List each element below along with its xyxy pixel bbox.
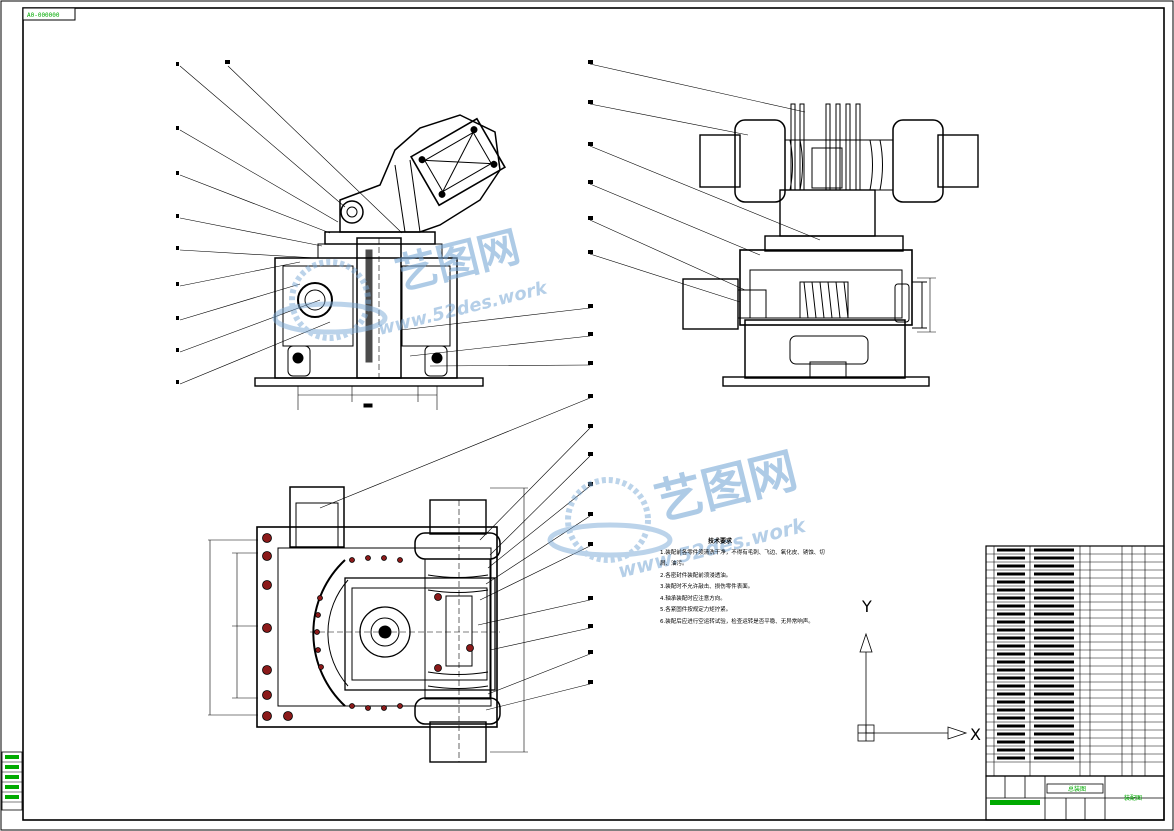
parts-list-entry-mark	[997, 636, 1025, 640]
parts-list-entry-mark	[1034, 700, 1074, 704]
parts-list-entry-mark	[997, 700, 1025, 704]
parts-list-entry-mark	[1034, 652, 1074, 656]
parts-list-entry-mark	[997, 628, 1025, 632]
technical-note-line: 2.各密封件装配前须浸透油。	[660, 572, 732, 579]
parts-list-entry-mark	[997, 556, 1025, 560]
parts-list-entry-mark	[1034, 620, 1074, 624]
technical-note-line: 4.轴承装配时应注意方向。	[660, 595, 726, 602]
parts-list-entry-mark	[997, 668, 1025, 672]
parts-list-entry-mark	[997, 604, 1025, 608]
parts-list-entry-mark	[997, 572, 1025, 576]
parts-list-entry-mark	[1034, 756, 1074, 760]
parts-list-entry-mark	[1034, 740, 1074, 744]
technical-note-line: 1.装配前各零件须清洗干净，不得有毛刺、飞边、氧化皮、锈蚀、切屑、油污。	[660, 549, 825, 568]
front-view-tags	[176, 60, 593, 384]
corner-code: A0-000000	[27, 12, 60, 19]
side-view-leaders	[589, 63, 821, 303]
technical-note-line: 6.装配后应进行空运转试验，检查运转是否平稳、无异常响声。	[660, 618, 814, 625]
parts-list-entry-mark	[997, 684, 1025, 688]
watermark-logo-2	[547, 477, 673, 563]
parts-list-entry-mark	[1034, 692, 1074, 696]
parts-list-entry-mark	[1034, 676, 1074, 680]
corner-code-box	[22, 7, 76, 21]
title-block-type: 装配图	[1124, 794, 1142, 802]
parts-list-entry-mark	[1034, 716, 1074, 720]
parts-list-entry-mark	[1034, 548, 1074, 552]
parts-list-entry-mark	[997, 580, 1025, 584]
parts-list-entry-mark	[1034, 708, 1074, 712]
inner-frame	[22, 7, 1165, 821]
front-view-leaders	[179, 65, 591, 385]
parts-list-entry-mark	[997, 692, 1025, 696]
top-view-leaders	[319, 397, 591, 711]
technical-notes-heading: 技术要求	[708, 538, 733, 545]
technical-notes: 技术要求 1.装配前各零件须清洗干净，不得有毛刺、飞边、氧化皮、锈蚀、切屑、油污…	[660, 536, 830, 628]
parts-list-entry-mark	[997, 724, 1025, 728]
parts-list-entry-mark	[1034, 628, 1074, 632]
parts-list-entry-mark	[1034, 644, 1074, 648]
parts-list-entry-mark	[1034, 564, 1074, 568]
parts-list-entry-mark	[997, 620, 1025, 624]
watermark-logo-1	[272, 259, 388, 341]
parts-list-entry-mark	[997, 716, 1025, 720]
x-axis-label: X	[970, 725, 981, 744]
parts-list-entry-mark	[1034, 684, 1074, 688]
parts-list-entry-mark	[997, 748, 1025, 752]
side-view-tags	[588, 60, 593, 254]
parts-list-entry-mark	[1034, 636, 1074, 640]
parts-list-entry-mark	[997, 732, 1025, 736]
parts-list-entry-mark	[1034, 604, 1074, 608]
title-block	[985, 775, 1165, 821]
top-view-tags	[588, 394, 593, 684]
parts-list-entry-mark	[1034, 748, 1074, 752]
top-view-bolt-holes	[262, 533, 474, 721]
parts-list-entry-mark	[997, 548, 1025, 552]
parts-list-entry-mark	[1034, 732, 1074, 736]
parts-list-entry-mark	[997, 756, 1025, 760]
parts-list-entry-mark	[1034, 588, 1074, 592]
parts-list-entry-mark	[997, 652, 1025, 656]
left-margin-stamp	[1, 751, 23, 811]
title-block-name: 总装图	[1068, 785, 1086, 793]
parts-list-entry-mark	[1034, 580, 1074, 584]
parts-list-entry-mark	[997, 740, 1025, 744]
parts-list-entry-mark	[1034, 596, 1074, 600]
parts-list-entry-mark	[1034, 668, 1074, 672]
parts-list-entry-mark	[1034, 660, 1074, 664]
parts-list-entry-mark	[997, 612, 1025, 616]
parts-list-entry-mark	[997, 676, 1025, 680]
parts-list-rows	[986, 548, 1164, 763]
parts-list-entry-mark	[997, 564, 1025, 568]
parts-list-entry-mark	[997, 660, 1025, 664]
technical-note-line: 5.各紧固件按规定力矩拧紧。	[660, 607, 732, 613]
coordinate-axes	[857, 632, 968, 742]
parts-list-entry-mark	[997, 596, 1025, 600]
top-view	[208, 486, 528, 763]
parts-list-entry-mark	[1034, 572, 1074, 576]
parts-list-entry-mark	[997, 708, 1025, 712]
parts-list-entry-mark	[1034, 556, 1074, 560]
y-axis-label: Y	[861, 597, 872, 616]
parts-list-entry-mark	[997, 644, 1025, 648]
technical-note-line: 3.装配时不允许敲击、损伤零件表面。	[660, 584, 754, 590]
side-view	[682, 103, 979, 387]
parts-list-entry-mark	[1034, 724, 1074, 728]
parts-list-entry-mark	[997, 588, 1025, 592]
parts-list-entry-mark	[1034, 612, 1074, 616]
